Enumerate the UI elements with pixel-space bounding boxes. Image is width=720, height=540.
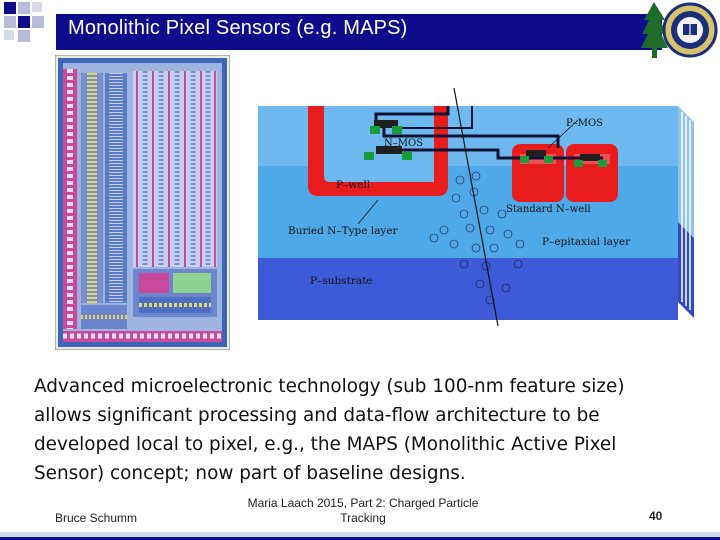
slide-title: Monolithic Pixel Sensors (e.g. MAPS) xyxy=(68,17,408,39)
title-bar xyxy=(56,14,662,50)
footer-event-line-1: Maria Laach 2015, Part 2: Charged Partic… xyxy=(247,496,479,510)
page-number: 40 xyxy=(649,509,663,523)
p-substrate-label: P–substrate xyxy=(310,275,373,287)
nwell-region-2 xyxy=(566,144,618,202)
maps-cross-section-diagram: P–MOS N–MOS P–well Standard N–well Burie… xyxy=(258,88,694,327)
footer-event-line-2: Tracking xyxy=(340,511,386,525)
p-epitaxial-layer-label: P–epitaxial layer xyxy=(542,236,631,248)
university-logo-icon xyxy=(641,2,718,58)
corner-squares-decoration xyxy=(4,2,44,42)
nmos-label: N–MOS xyxy=(384,138,423,149)
slide-body-text: Advanced microelectronic technology (sub… xyxy=(34,376,625,484)
pmos-label: P–MOS xyxy=(566,118,603,129)
bottom-decorative-band xyxy=(0,532,720,540)
maps-chip-layout-image xyxy=(55,55,230,350)
buried-ntype-layer-label: Buried N–Type layer xyxy=(288,225,399,237)
standard-nwell-label: Standard N–well xyxy=(506,204,591,215)
particle-track-line xyxy=(453,88,499,327)
pwell-label: P–well xyxy=(336,179,371,191)
footer-author: Bruce Schumm xyxy=(55,511,138,525)
substrate-region xyxy=(258,258,678,320)
footer-event: Maria Laach 2015, Part 2: Charged Partic… xyxy=(240,496,486,526)
